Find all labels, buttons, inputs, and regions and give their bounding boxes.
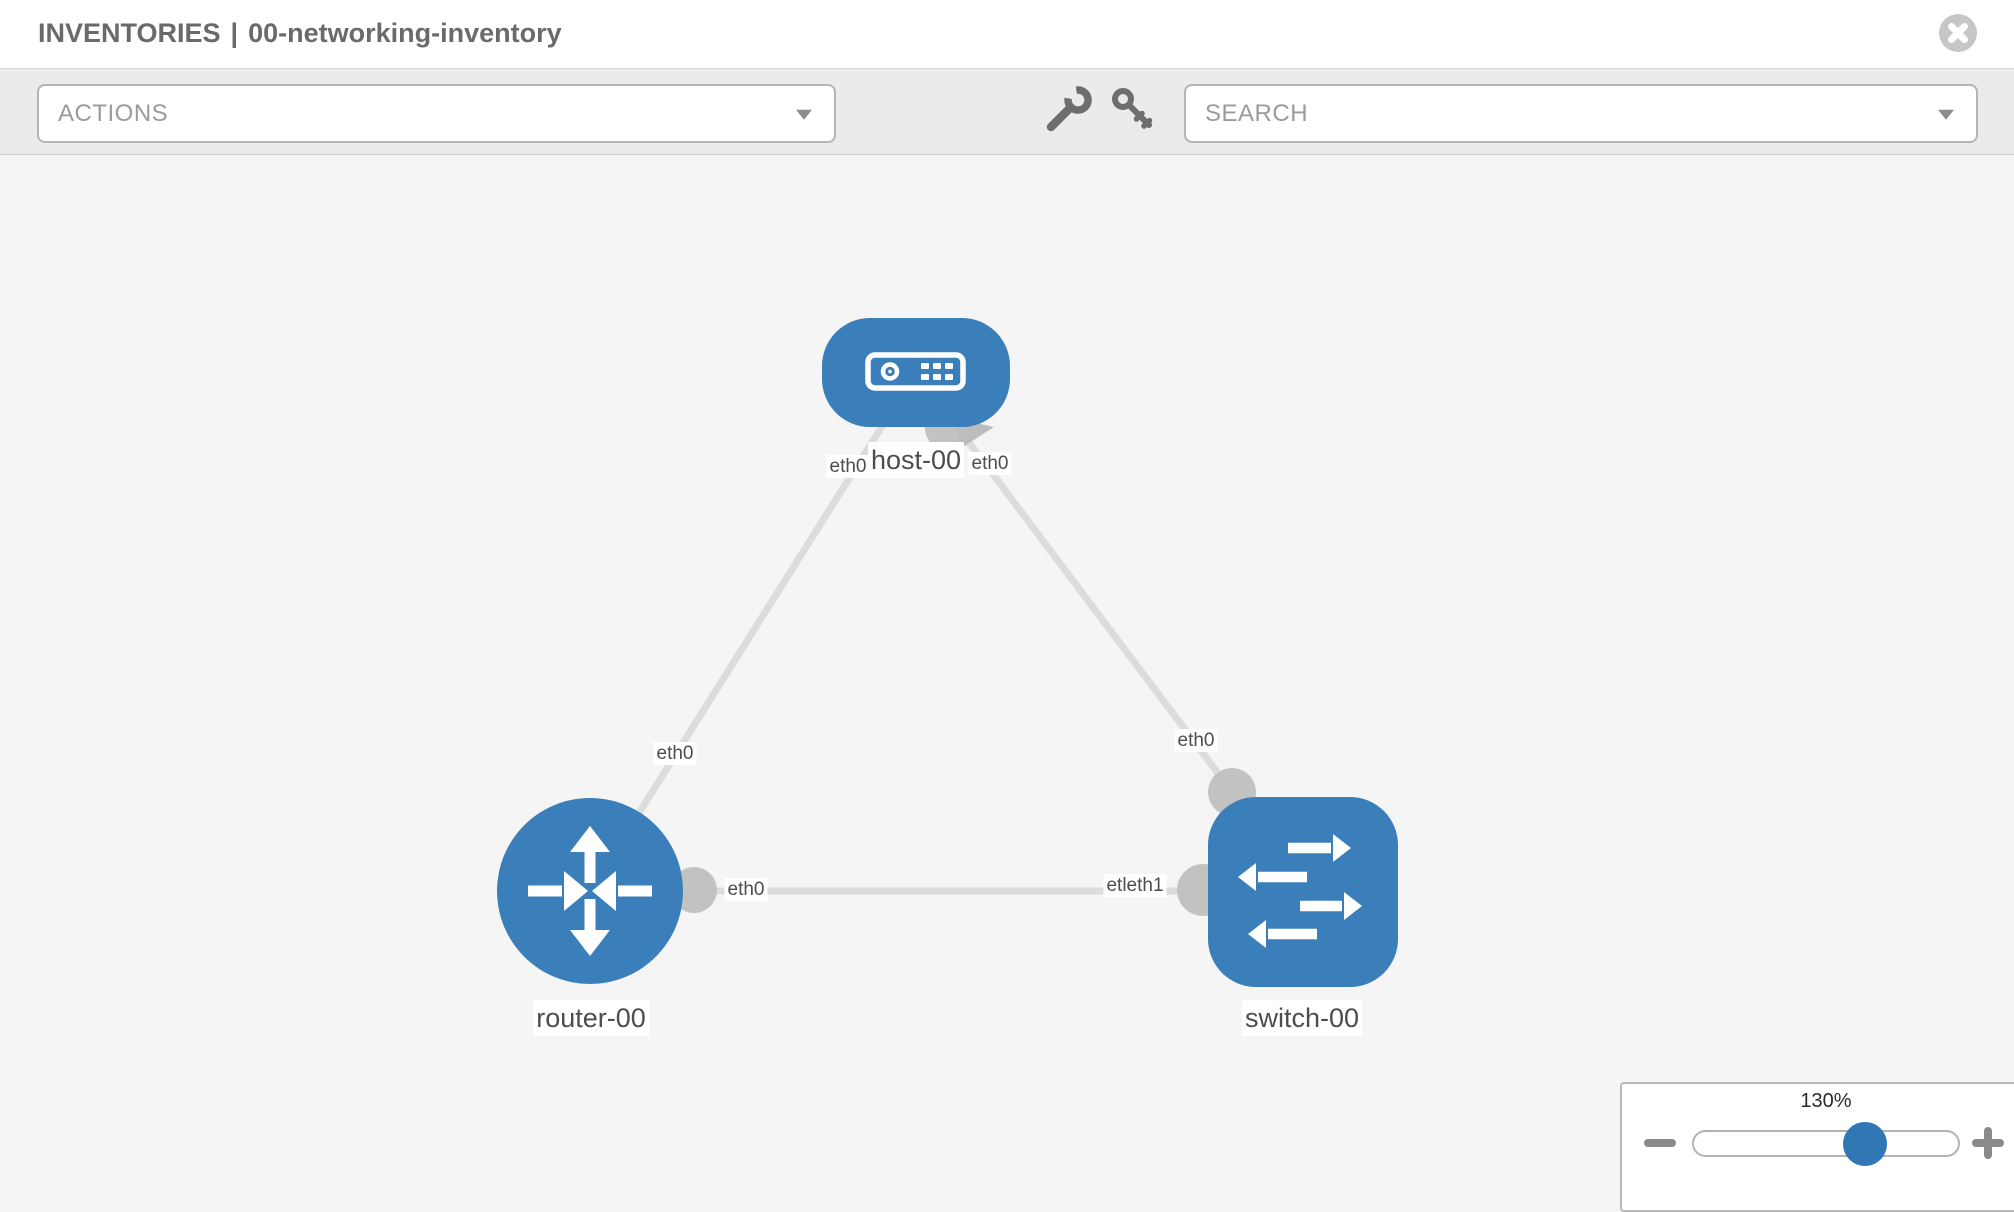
node-label: router-00: [533, 1000, 649, 1036]
page-title-section: INVENTORIES: [38, 18, 221, 48]
node-host-00[interactable]: [822, 318, 1010, 427]
zoom-panel: 130%: [1620, 1082, 2014, 1212]
interface-label: eth0: [968, 452, 1012, 475]
node-router-00[interactable]: [497, 798, 683, 984]
page-title: INVENTORIES | 00-networking-inventory: [38, 0, 562, 67]
switch-icon: [1238, 834, 1362, 948]
configure-button[interactable]: [1040, 82, 1096, 138]
router-icon: [528, 826, 652, 956]
zoom-out-button[interactable]: [1642, 1125, 1678, 1161]
chevron-down-icon: [796, 109, 812, 120]
close-icon: [1939, 14, 1977, 52]
zoom-in-button[interactable]: [1970, 1125, 2006, 1161]
wrench-icon: [1046, 86, 1092, 132]
topology-canvas[interactable]: host-00 router-00 switch-00 eth0 eth0 et…: [0, 155, 2014, 1212]
node-switch-00[interactable]: [1208, 797, 1398, 987]
interface-label: eth0: [826, 455, 870, 478]
interface-connectors: [671, 405, 1256, 916]
topology-toolbar: ACTIONS SEARCH: [0, 69, 2014, 155]
inventory-name: 00-networking-inventory: [248, 18, 562, 48]
key-icon: [1112, 88, 1153, 129]
node-label: switch-00: [1241, 1000, 1363, 1036]
node-label: host-00: [867, 442, 965, 478]
plus-icon: [1984, 1127, 1992, 1159]
zoom-level-value: 130%: [1800, 1090, 1852, 1112]
minus-icon: [1644, 1139, 1676, 1147]
search-dropdown-label: SEARCH: [1205, 99, 1309, 127]
chevron-down-icon: [1938, 109, 1954, 120]
close-button[interactable]: [1938, 13, 1978, 53]
interface-label: eth0: [653, 742, 697, 765]
zoom-slider-thumb[interactable]: [1843, 1122, 1887, 1166]
search-dropdown[interactable]: SEARCH: [1184, 84, 1978, 143]
credentials-button[interactable]: [1105, 82, 1161, 138]
interface-label: eth0: [724, 878, 768, 901]
topology-svg: [497, 318, 1398, 987]
zoom-slider[interactable]: [1692, 1130, 1960, 1157]
interface-label: eth0: [1174, 729, 1218, 752]
actions-dropdown-label: ACTIONS: [58, 99, 169, 127]
host-icon: [865, 352, 966, 391]
interface-label: etleth1: [1103, 874, 1167, 897]
breadcrumb-header: INVENTORIES | 00-networking-inventory: [0, 0, 2014, 69]
actions-dropdown[interactable]: ACTIONS: [37, 84, 836, 143]
connector-router-right[interactable]: [671, 867, 717, 913]
page-title-separator: |: [230, 18, 239, 48]
